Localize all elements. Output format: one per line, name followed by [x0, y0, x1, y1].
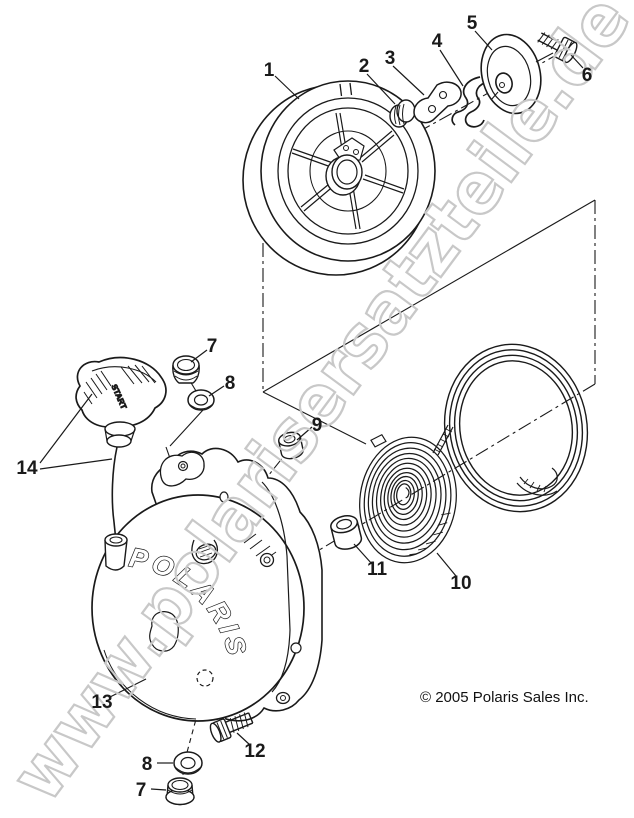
- callout-6-bolt: 6: [582, 65, 593, 86]
- callout-4-clip: 4: [432, 31, 443, 52]
- part-14-handle: START: [75, 356, 167, 545]
- part-7-cap-upper: [172, 355, 200, 384]
- callout-2-retainer: 2: [359, 56, 370, 77]
- callout-8-washer-lower: 8: [142, 754, 153, 775]
- part-4-spring-clip: [451, 76, 489, 128]
- callout-1-pulley: 1: [264, 60, 275, 81]
- part-11-spacer: [330, 515, 363, 550]
- rope-end-top: [432, 424, 454, 456]
- part-9-bushing: [278, 431, 304, 460]
- callout-7-cap-lower: 7: [136, 780, 147, 801]
- rope-coil: [432, 343, 589, 513]
- copyright-text: © 2005 Polaris Sales Inc.: [420, 689, 589, 706]
- rope-end-hook: [516, 467, 558, 496]
- part-8-washer-upper: [187, 389, 215, 411]
- part-5-friction-plate: [480, 33, 542, 115]
- part-10-recoil-spring: [359, 433, 457, 564]
- callout-3-pawl: 3: [385, 48, 396, 69]
- starter-rope: [111, 446, 118, 545]
- part-3-pawl: [413, 81, 462, 124]
- part-6-bolt: [537, 32, 578, 64]
- callout-5-plate: 5: [467, 13, 478, 34]
- part-2-retainer-nut: [389, 99, 416, 128]
- part-8-washer-lower: [173, 751, 203, 775]
- callout-8-washer-upper: 8: [225, 373, 236, 394]
- part-1-pulley: [242, 80, 436, 276]
- callout-7-cap-upper: 7: [207, 336, 218, 357]
- callout-11-spacer: 11: [367, 559, 388, 580]
- callout-12-bolt: 12: [244, 741, 265, 762]
- callout-9-bushing: 9: [312, 415, 323, 436]
- callout-14-handle: 14: [16, 458, 38, 479]
- callout-10-spring: 10: [450, 573, 471, 594]
- part-13-housing: POLARIS: [91, 447, 323, 722]
- part-7-cap-lower: [165, 777, 195, 806]
- part-12-bolt: [209, 712, 254, 743]
- callout-13-housing: 13: [91, 692, 112, 713]
- callout-leader-lines: [39, 30, 584, 791]
